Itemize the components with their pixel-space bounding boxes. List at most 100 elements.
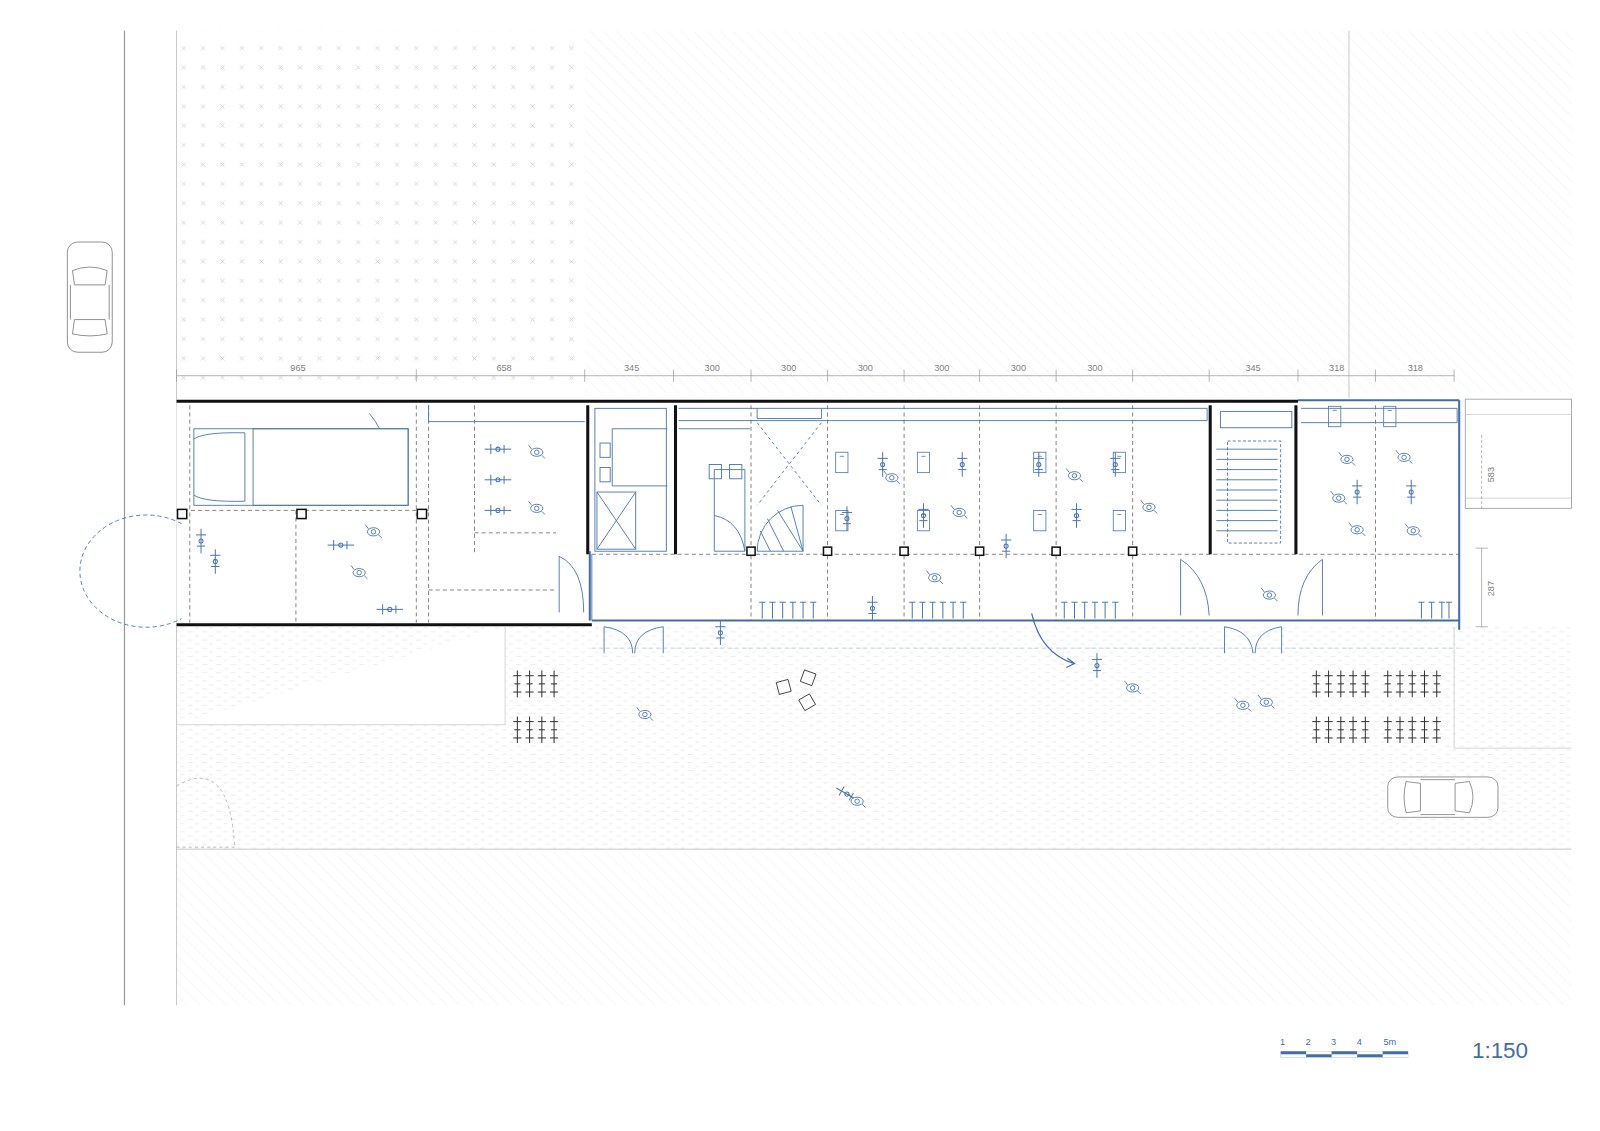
plan-use	[1384, 406, 1396, 426]
plan-use	[790, 602, 796, 618]
plan-use	[1406, 480, 1416, 504]
plan-line	[592, 554, 1459, 555]
plan-rect	[1357, 1051, 1383, 1054]
plan-use	[1071, 602, 1077, 618]
plan-use	[1352, 480, 1362, 504]
plan-rect	[1383, 1054, 1409, 1057]
plan-rect	[600, 468, 610, 482]
plan-g	[759, 602, 1452, 618]
scale-label: 1:150	[1471, 1040, 1529, 1062]
plan-line	[1056, 405, 1057, 620]
plan-use	[810, 602, 816, 618]
plan-line	[1348, 31, 1349, 398]
plan-path	[757, 408, 821, 418]
plan-use	[485, 444, 512, 454]
plan-use	[960, 602, 966, 618]
plan-line	[1458, 400, 1460, 630]
plan-use	[377, 604, 404, 614]
plan-use	[529, 445, 545, 458]
plan-rect	[600, 443, 610, 457]
plan-use	[1420, 671, 1428, 698]
plan-use	[800, 602, 806, 618]
plan-use	[957, 452, 967, 476]
plan-line	[177, 375, 1455, 376]
plan-path	[194, 433, 245, 502]
dimension-label: 300	[857, 364, 874, 373]
plan-line	[1481, 548, 1482, 627]
plan-rect	[1228, 441, 1281, 543]
plan-use	[1324, 671, 1332, 698]
dimension-label: 287	[1487, 580, 1496, 597]
plan-use	[1061, 602, 1067, 618]
plan-rect	[253, 429, 408, 506]
dimension-label: 583	[1487, 466, 1496, 483]
plan-path	[177, 370, 1455, 382]
plan-rect	[595, 408, 666, 551]
dimension-label: 345	[1244, 364, 1261, 373]
plan-use	[1384, 671, 1392, 698]
plan-use	[1349, 523, 1365, 536]
plan-use	[884, 471, 900, 484]
dimension-label: 658	[495, 364, 512, 373]
dimension-label: 318	[1407, 364, 1424, 373]
plan-rect	[747, 547, 755, 555]
plan-rect	[417, 509, 426, 518]
plan-use	[526, 717, 534, 744]
plan-use	[1396, 450, 1412, 463]
plan-use	[1034, 452, 1044, 476]
plan-line	[592, 648, 1459, 649]
plan-path	[714, 516, 745, 552]
plan-use	[1408, 671, 1416, 698]
plan-use	[918, 503, 928, 527]
plan-line	[177, 849, 1572, 850]
plan-use	[1349, 671, 1357, 698]
plan-use	[1384, 717, 1392, 744]
plan-use	[67, 242, 112, 352]
scale-label: 2	[1305, 1038, 1312, 1047]
plan-line	[474, 532, 556, 533]
plan-g	[177, 401, 1298, 624]
plan-g	[1281, 1051, 1409, 1057]
plan-use	[930, 602, 936, 618]
plan-use	[849, 794, 865, 807]
plan-path	[429, 405, 1458, 422]
plan-use	[550, 717, 558, 744]
plan-rect	[597, 492, 636, 549]
plan-g	[513, 671, 1441, 743]
plan-rect	[177, 852, 1572, 1005]
plan-rect	[194, 429, 408, 506]
plan-use	[513, 717, 521, 744]
plan-use	[1141, 500, 1157, 513]
plan-use	[1396, 671, 1404, 698]
plan-rect	[177, 399, 1460, 627]
plan-line	[295, 510, 296, 622]
plan-g	[590, 400, 1459, 630]
plan-line	[904, 405, 905, 620]
plan-use	[1337, 671, 1345, 698]
plan-use	[1349, 717, 1357, 744]
plan-rect	[730, 464, 742, 478]
plan-rect	[1281, 1054, 1307, 1057]
plan-rect	[177, 31, 585, 393]
plan-use	[538, 671, 546, 698]
plan-use	[1418, 602, 1424, 618]
plan-path	[369, 413, 379, 428]
plan-g	[178, 509, 1137, 555]
plan-line	[1294, 405, 1297, 554]
plan-use	[1235, 698, 1251, 711]
scale-label: 3	[1330, 1038, 1337, 1047]
plan-rect	[1129, 547, 1137, 555]
plan-use	[940, 602, 946, 618]
plan-use	[1034, 510, 1046, 530]
dimension-label: 965	[289, 364, 306, 373]
dimension-label: 318	[1328, 364, 1345, 373]
plan-line	[1476, 548, 1488, 549]
plan-use	[1001, 534, 1011, 558]
plan-g	[80, 405, 1457, 667]
plan-use	[951, 505, 967, 518]
plan-line	[979, 405, 980, 620]
plan-path	[1066, 658, 1074, 667]
plan-use	[1066, 469, 1082, 482]
plan-rect	[1052, 547, 1060, 555]
plan-rect	[1332, 1054, 1358, 1057]
